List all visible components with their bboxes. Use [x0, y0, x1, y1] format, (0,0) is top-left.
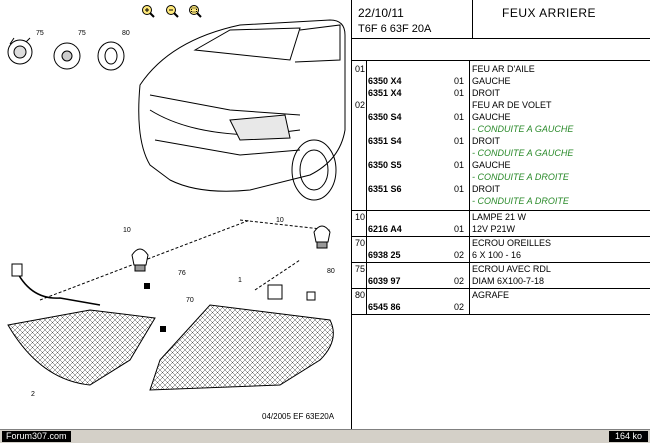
- description: GAUCHE: [472, 76, 511, 86]
- description: ECROU AVEC RDL: [472, 264, 551, 274]
- description: DROIT: [472, 136, 500, 146]
- quantity: 01: [454, 184, 465, 194]
- bracket: [267, 284, 283, 300]
- description: DROIT: [472, 184, 500, 194]
- callout-1: 1: [238, 277, 242, 284]
- section-title: FEUX ARRIERE: [502, 6, 597, 20]
- callout-2: 2: [31, 391, 35, 398]
- quantity: 01: [454, 76, 465, 86]
- status-bar: Forum307.com 164 ko: [0, 429, 650, 443]
- callout-70: 70: [186, 297, 194, 304]
- part-reference: 6545 86: [368, 302, 401, 312]
- zoom-area-icon[interactable]: [188, 3, 204, 19]
- part-reference: 6351 X4: [368, 88, 402, 98]
- quantity: 02: [454, 250, 465, 260]
- part-reference: 6350 S5: [368, 160, 402, 170]
- description: LAMPE 21 W: [472, 212, 527, 222]
- part-80-clip-icon: [97, 41, 125, 71]
- car-outline: [138, 19, 346, 201]
- col-divider-qty: [469, 60, 470, 314]
- header-divider: [472, 0, 473, 38]
- part-75-nut-icon: [7, 37, 33, 65]
- description: FEU AR D'AILE: [472, 64, 535, 74]
- wiring-harness: [14, 267, 101, 306]
- connector: [11, 263, 23, 277]
- rule-after-80: [352, 314, 650, 315]
- part-reference: 6216 A4: [368, 224, 402, 234]
- description: GAUCHE: [472, 112, 511, 122]
- exploded-view-panel: 75 75 80: [7, 0, 352, 429]
- rear-light-boot-lid: [7, 309, 156, 386]
- description: DIAM 6X100-7-18: [472, 276, 545, 286]
- rule-after-10: [352, 236, 650, 237]
- description: GAUCHE: [472, 160, 511, 170]
- quantity: 01: [454, 224, 465, 234]
- lamp-10-right: [313, 225, 331, 249]
- group-number: 75: [355, 264, 366, 274]
- group-number: 80: [355, 290, 366, 300]
- leader-lines: [39, 219, 331, 301]
- header-rule-2: [352, 60, 650, 61]
- callout-76: 76: [178, 270, 186, 277]
- description: - CONDUITE A GAUCHE: [472, 148, 574, 158]
- part-reference: 6350 S4: [368, 112, 402, 122]
- file-size: 164 ko: [608, 431, 648, 442]
- part-reference: 6938 25: [368, 250, 401, 260]
- site-url: Forum307.com: [2, 431, 71, 442]
- nut-70: [160, 326, 166, 332]
- group-number: 10: [355, 212, 366, 222]
- quantity: 01: [454, 112, 465, 122]
- rule-after-75: [352, 288, 650, 289]
- callout-10b: 10: [276, 217, 284, 224]
- part-75-washer-icon: [53, 42, 81, 70]
- rear-light-wing: [149, 304, 334, 391]
- quantity: 02: [454, 302, 465, 312]
- callout-75a: 75: [36, 30, 44, 37]
- part-reference: 6039 97: [368, 276, 401, 286]
- description: 6 X 100 - 16: [472, 250, 522, 260]
- description: AGRAFE: [472, 290, 510, 300]
- rule-after-70: [352, 262, 650, 263]
- quantity: 01: [454, 160, 465, 170]
- nut-76: [144, 283, 150, 289]
- group-number: 70: [355, 238, 366, 248]
- model-reference: T6F 6 63F 20A: [358, 23, 432, 35]
- zoom-toolbar: [140, 3, 204, 19]
- description: - CONDUITE A DROITE: [472, 196, 569, 206]
- callout-80a: 80: [122, 30, 130, 37]
- rear-light-exploded-drawing: 75 75 80: [7, 19, 346, 398]
- description: - CONDUITE A GAUCHE: [472, 124, 574, 134]
- group-number: 01: [355, 64, 366, 74]
- callout-75b: 75: [78, 30, 86, 37]
- description: 12V P21W: [472, 224, 516, 234]
- quantity: 01: [454, 88, 465, 98]
- rule-after-02: [352, 210, 650, 211]
- viewer-frame: 75 75 80: [0, 0, 650, 429]
- col-divider-group: [366, 60, 367, 314]
- callout-10a: 10: [123, 227, 131, 234]
- part-reference: 6351 S4: [368, 136, 402, 146]
- part-reference: 6350 X4: [368, 76, 402, 86]
- catalog-date: 22/10/11: [358, 6, 404, 20]
- drawing-code: 04/2005 EF 63E20A: [262, 412, 335, 421]
- lamp-10-left: [131, 248, 149, 272]
- callout-80b: 80: [327, 268, 335, 275]
- description: FEU AR DE VOLET: [472, 100, 552, 110]
- quantity: 02: [454, 276, 465, 286]
- quantity: 01: [454, 136, 465, 146]
- group-number: 02: [355, 100, 366, 110]
- description: ECROU OREILLES: [472, 238, 552, 248]
- description: DROIT: [472, 88, 500, 98]
- zoom-out-icon[interactable]: [164, 3, 180, 19]
- description: - CONDUITE A DROITE: [472, 172, 569, 182]
- clip-80: [306, 291, 316, 301]
- zoom-in-icon[interactable]: [140, 3, 156, 19]
- part-reference: 6351 S6: [368, 184, 402, 194]
- header-rule: [352, 38, 650, 39]
